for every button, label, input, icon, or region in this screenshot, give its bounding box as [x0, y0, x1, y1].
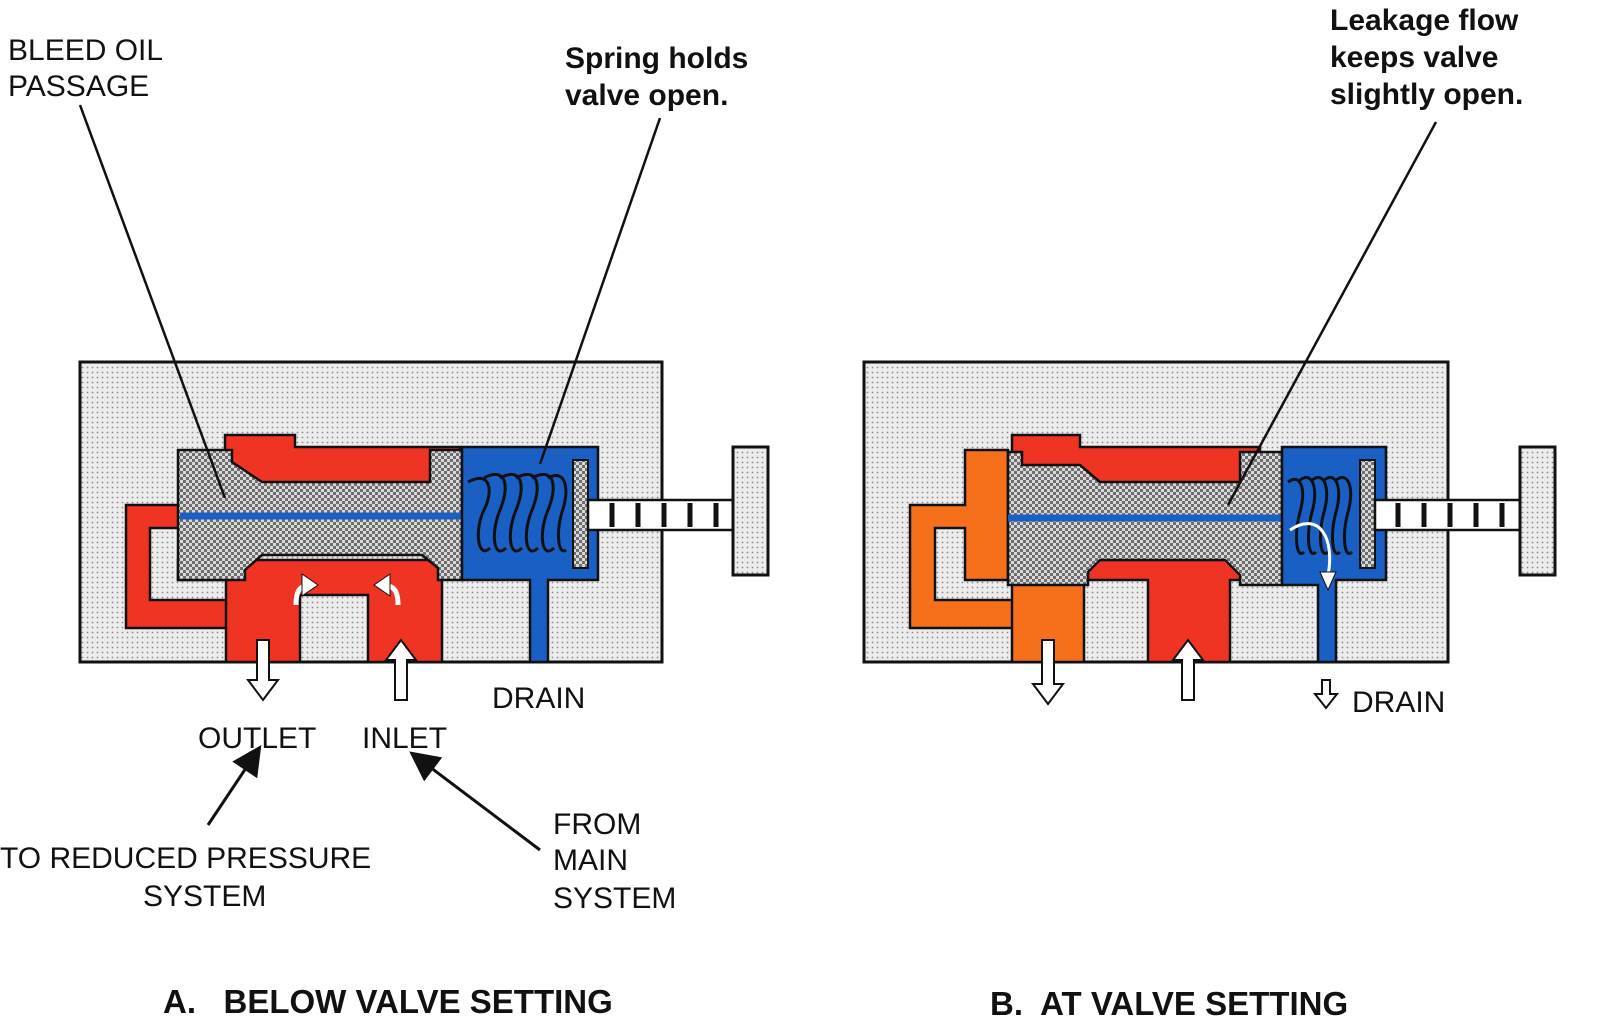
spring-seat-a [572, 459, 589, 569]
leakage-label-line2: keeps valve [1330, 41, 1498, 74]
drain-label-b: DRAIN [1352, 686, 1445, 719]
to-reduced-line1: TO REDUCED PRESSURE [0, 842, 371, 875]
outlet-arrow-b [1031, 639, 1065, 706]
leakage-label-line1: Leakage flow [1330, 4, 1519, 37]
inlet-label: INLET [362, 722, 447, 755]
outlet-arrow-a [246, 639, 280, 702]
spring-callout-line [538, 117, 662, 465]
bleed-callout-line [78, 104, 227, 499]
spring-a [467, 472, 568, 553]
drain-label-a: DRAIN [492, 682, 585, 715]
caption-b: B. AT VALVE SETTING [990, 985, 1348, 1022]
leakage-label-line3: slightly open. [1330, 78, 1523, 111]
outlet-pointer [206, 745, 262, 826]
spring-b [1287, 476, 1354, 555]
inlet-arrow-a [384, 638, 418, 701]
spring-label-line2: valve open. [565, 79, 728, 112]
leakage-arrow [1289, 522, 1332, 576]
valve-b [862, 121, 1557, 710]
drain-arrow-b [1312, 679, 1340, 710]
leakage-callout-line [1226, 121, 1438, 506]
to-reduced-line2: SYSTEM [143, 880, 266, 913]
outlet-label: OUTLET [198, 722, 316, 755]
valve-a [78, 104, 770, 852]
adjusting-knob-a [731, 445, 770, 577]
spring-seat-b [1359, 459, 1376, 569]
inlet-arrow-b [1171, 638, 1205, 701]
spring-label-line1: Spring holds [565, 42, 748, 75]
caption-a: A. BELOW VALVE SETTING [163, 983, 613, 1020]
inlet-pointer [409, 751, 541, 852]
bleed-label-line2: PASSAGE [8, 70, 149, 103]
adjusting-knob-b [1518, 445, 1557, 577]
from-main-line1: FROM [553, 808, 641, 841]
from-main-line2: MAIN [553, 844, 628, 877]
from-main-line3: SYSTEM [553, 882, 676, 915]
bleed-label-line1: BLEED OIL [8, 34, 163, 67]
